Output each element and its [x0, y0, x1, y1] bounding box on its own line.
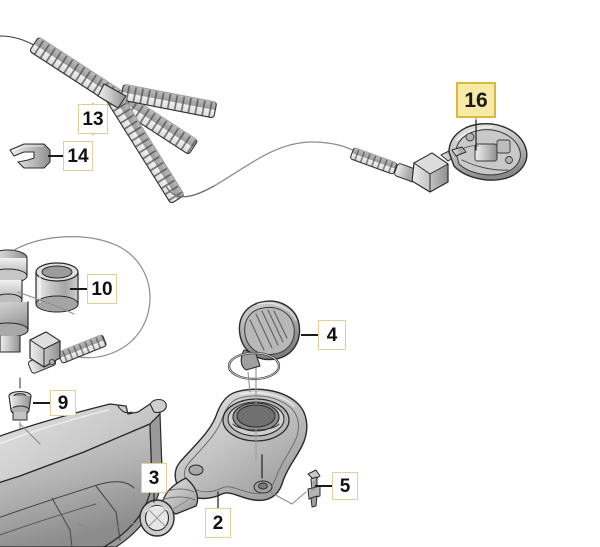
- filler-cap-part: [227, 300, 301, 381]
- hose-ribbed-sleeve: [350, 146, 398, 175]
- callout-16[interactable]: 16: [456, 82, 496, 118]
- callout-14[interactable]: 14: [63, 141, 93, 171]
- corrugated-hose-group: [0, 35, 218, 204]
- washer-pump-part: [0, 249, 29, 353]
- level-sensor-plug-part: [8, 390, 32, 421]
- pump-grommet-part: [35, 262, 79, 313]
- callout-9[interactable]: 9: [50, 390, 76, 416]
- pump-electrical-connector: [29, 331, 61, 368]
- fastening-screw-part: [307, 469, 321, 508]
- callout-3[interactable]: 3: [141, 463, 167, 493]
- callout-2[interactable]: 2: [205, 508, 231, 538]
- pump-hose-ribbed: [57, 333, 107, 364]
- callout-5[interactable]: 5: [332, 472, 358, 500]
- callout-4-dash: [301, 334, 319, 336]
- callout-9-dash: [33, 402, 51, 404]
- washer-jet-nozzle-part: [448, 123, 528, 181]
- seal-ring-part: [139, 499, 175, 537]
- callout-10[interactable]: 10: [87, 274, 117, 304]
- hose-clip-part: [9, 143, 51, 169]
- callout-5-dash: [315, 485, 333, 487]
- callout-13[interactable]: 13: [78, 104, 108, 134]
- pump-hose-loop: [13, 236, 151, 359]
- callout-14-dash: [48, 155, 64, 157]
- thin-hose-run-part: [165, 141, 373, 198]
- callout-10-dash: [70, 288, 88, 290]
- callout-4[interactable]: 4: [318, 320, 346, 350]
- filler-neck-part: [159, 388, 308, 515]
